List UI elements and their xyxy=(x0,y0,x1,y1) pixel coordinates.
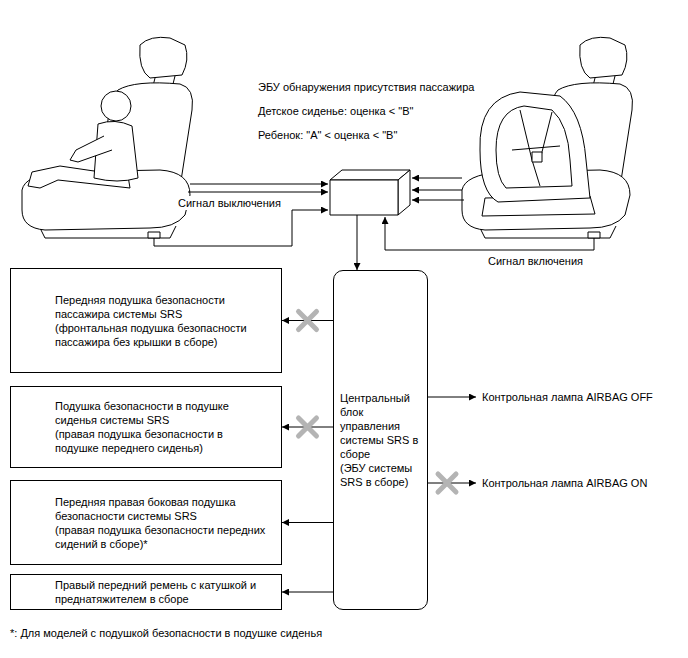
disabled-cross xyxy=(438,474,456,492)
signal-arrow xyxy=(282,522,333,523)
lamp-arrow xyxy=(428,397,476,398)
node-subtitle: (ЭБУ системы SRS в сборе) xyxy=(340,461,421,489)
ecu-outline xyxy=(258,80,490,215)
disabled-cross xyxy=(299,418,317,436)
signal-arrow xyxy=(357,215,358,270)
node-title: Центральный блок управления системы SRS … xyxy=(340,391,421,461)
ecu-face xyxy=(330,180,398,215)
seat-signal-line xyxy=(412,190,462,191)
sensor xyxy=(148,232,160,238)
component-box: Передняя правая боковая подушка безопасн… xyxy=(10,480,282,565)
signal-name: Сигнал выключения xyxy=(178,196,281,210)
child-seat-strap xyxy=(512,110,560,186)
child-head xyxy=(101,91,131,121)
node-title: Передняя правая боковая подушка безопасн… xyxy=(55,495,267,523)
child-arm xyxy=(70,136,112,162)
node-title: Правый передний ремень с катушкой и пред… xyxy=(55,578,267,606)
component-box: Передняя подушка безопасности пассажира … xyxy=(10,268,282,373)
signal-arrow xyxy=(282,592,333,593)
node-subtitle: Ребенок: "A" < оценка < "B" xyxy=(258,128,490,142)
headrest xyxy=(580,37,627,78)
node-subtitle: (правая подушка безопасности в подушке п… xyxy=(55,427,267,455)
disabled-cross xyxy=(438,474,456,492)
ecu-face xyxy=(398,170,410,215)
ecu-face xyxy=(330,170,410,180)
lamp-name: Контрольная лампа AIRBAG OFF xyxy=(482,390,653,404)
child-seat-inner xyxy=(496,106,572,188)
component-box: Правый передний ремень с катушкой и пред… xyxy=(10,574,282,610)
passenger-seat-child xyxy=(22,37,193,238)
sensor xyxy=(588,232,600,238)
seat-signal-line xyxy=(412,200,464,201)
srs-ecu-box: Центральный блок управления системы SRS … xyxy=(333,270,428,610)
off-signal-wire xyxy=(154,210,328,246)
component-box: Подушка безопасности в подушке сиденья с… xyxy=(10,386,282,468)
child-seat-buckle xyxy=(532,152,542,162)
node-subtitle: Детское сиденье: оценка < "B" xyxy=(258,104,490,118)
lamp-arrow xyxy=(428,483,476,484)
seat-signal-line xyxy=(412,178,462,179)
node-subtitle: (фронтальная подушка безопасности пассаж… xyxy=(55,321,267,349)
node-title: Передняя подушка безопасности пассажира … xyxy=(55,293,267,321)
footnote: *: Для моделей с подушкой безопасности в… xyxy=(10,626,322,640)
signal-name: Сигнал включения xyxy=(488,254,583,268)
seat-signal-line xyxy=(190,184,328,185)
disabled-cross xyxy=(299,312,317,330)
child-seat-shell xyxy=(480,92,590,202)
seat-signal-line xyxy=(188,192,328,193)
headrest xyxy=(140,37,187,78)
node-title: Подушка безопасности в подушке сиденья с… xyxy=(55,399,267,427)
node-title: ЭБУ обнаружения присутствия пассажира xyxy=(258,80,490,94)
on-signal-wire xyxy=(385,217,594,250)
ecu-block: ЭБУ обнаружения присутствия пассажираДет… xyxy=(258,80,490,215)
passenger-seat-child-seat xyxy=(462,37,633,238)
lamp-name: Контрольная лампа AIRBAG ON xyxy=(482,476,647,490)
node-subtitle: (правая подушка безопасности передних си… xyxy=(55,523,267,551)
disabled-crosses xyxy=(299,312,317,437)
